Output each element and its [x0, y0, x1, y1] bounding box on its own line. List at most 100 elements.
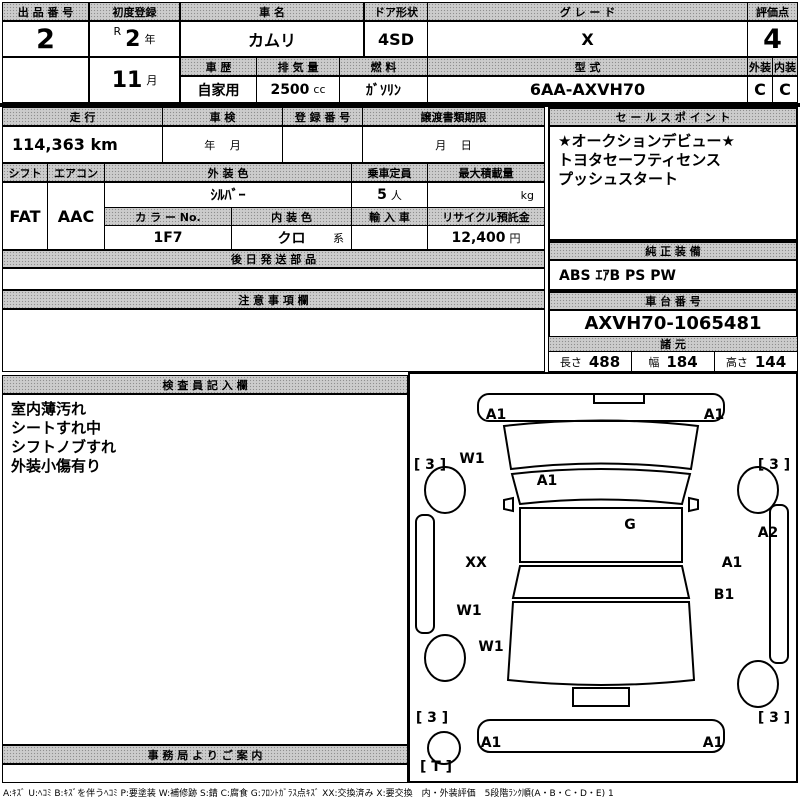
exterior-score-header: 外装: [747, 57, 773, 76]
dimension-length: 長さ 488: [548, 351, 632, 372]
trunk: [506, 601, 696, 686]
office-header: 事 務 局 よ り ご 案 内: [2, 745, 408, 764]
rear-license-plate: [572, 687, 630, 707]
color-no-header: カ ラ ー No.: [104, 207, 232, 226]
transfer-deadline-header: 譲渡書類期限: [362, 107, 545, 126]
import-value: [351, 225, 428, 250]
exterior-score-value: C: [747, 76, 773, 103]
equipment-label: 純 正 装 備: [645, 245, 701, 258]
recycle-deposit-number: 12,400: [451, 229, 506, 246]
registration-month: 11: [111, 67, 143, 93]
damage-mark: W1: [456, 603, 481, 619]
front-left-wheel: [424, 466, 466, 514]
length-value: 488: [588, 352, 621, 371]
car-name-label: 車 名: [259, 5, 285, 19]
equipment-text: ABS ｴｱB PS PW: [559, 268, 676, 284]
sales-point-line: プッシュスタート: [558, 170, 679, 188]
damage-mark: A1: [703, 735, 724, 751]
interior-color-value: クロ 系: [231, 225, 352, 250]
mileage-text: 114,363 km: [12, 135, 118, 154]
equipment-header: 純 正 装 備: [548, 241, 798, 261]
mileage-header: 走 行: [2, 107, 163, 126]
shaken-text: 年 月: [204, 138, 241, 152]
width-value: 184: [666, 352, 698, 371]
fuel-label: 燃 料: [370, 60, 397, 74]
left-mirror: [503, 496, 514, 513]
damage-mark: [ 3 ]: [414, 457, 446, 473]
front-license-plate: [593, 393, 645, 404]
model-code-value: 6AA-AXVH70: [427, 76, 748, 103]
registration-no-header: 登 録 番 号: [282, 107, 363, 126]
capacity-header: 乗車定員: [351, 163, 428, 182]
capacity-value: 5 人: [351, 182, 428, 208]
length-label: 長さ: [559, 355, 582, 369]
damage-mark: [ 3 ]: [758, 457, 790, 473]
height-label: 高さ: [725, 355, 748, 369]
inspector-note-line: シフトノブすれ: [11, 438, 117, 456]
damage-mark: A2: [758, 525, 779, 541]
shaken-header: 車 検: [162, 107, 283, 126]
chassis-no-label: 車 台 番 号: [645, 295, 701, 308]
shaken-value: 年 月: [162, 126, 283, 163]
later-parts-value: [2, 268, 545, 290]
fuel-value: ｶﾞｿﾘﾝ: [339, 76, 428, 103]
dimension-height: 高さ 144: [714, 351, 798, 372]
transfer-deadline-value: 月 日: [362, 126, 545, 163]
sales-point-line: トヨタセーフティセンス: [558, 151, 721, 169]
rear-left-wheel: [424, 634, 466, 682]
exterior-color-header: 外 装 色: [104, 163, 352, 182]
fuel-header: 燃 料: [339, 57, 428, 76]
shift-text: FAT: [9, 206, 41, 226]
right-side-panel: [769, 504, 789, 664]
registration-no-label: 登 録 番 号: [294, 110, 351, 124]
interior-color-header: 内 装 色: [231, 207, 352, 226]
history-label: 車 歴: [205, 60, 232, 74]
office-value: [2, 764, 408, 783]
transfer-deadline-text: 月 日: [435, 138, 472, 152]
color-no-label: カ ラ ー No.: [135, 210, 201, 224]
legend: A:ｷｽﾞ U:ﾍｺﾐ B:ｷｽﾞを伴うﾍｺﾐ P:要塗装 W:補修跡 S:錆 …: [3, 789, 614, 799]
import-label: 輸 入 車: [369, 210, 410, 224]
inspector-note-line: シートすれ中: [11, 419, 102, 437]
door-shape-header: ドア形状: [364, 2, 428, 21]
damage-mark: W1: [478, 639, 503, 655]
caution-label: 注 意 事 項 欄: [238, 293, 309, 307]
damage-mark: XX: [465, 555, 487, 571]
damage-mark: A1: [722, 555, 743, 571]
auction-no-header: 出 品 番 号: [2, 2, 89, 21]
equipment-value: ABS ｴｱB PS PW: [548, 259, 798, 291]
recycle-deposit-value: 12,400 円: [427, 225, 545, 250]
interior-color-text: クロ: [277, 230, 306, 247]
auction-no-label: 出 品 番 号: [17, 5, 74, 19]
exterior-color-value: ｼﾙﾊﾞｰ: [104, 182, 352, 208]
inspector-label: 検 査 員 記 入 欄: [162, 378, 248, 392]
height-value: 144: [754, 352, 787, 371]
interior-color-label: 内 装 色: [271, 210, 312, 224]
exterior-color-text: ｼﾙﾊﾞｰ: [210, 188, 246, 204]
shaken-label: 車 検: [209, 110, 236, 124]
model-code-header: 型 式: [427, 57, 748, 76]
shift-label: シフト: [8, 166, 42, 180]
recycle-deposit-header: リサイクル預託金: [427, 207, 545, 226]
capacity-label: 乗車定員: [367, 166, 412, 180]
right-mirror: [688, 496, 699, 513]
auction-no-text: 2: [36, 23, 55, 55]
displacement-label: 排 気 量: [277, 60, 319, 74]
width-label: 幅: [648, 355, 660, 369]
front-bumper: [477, 393, 725, 422]
shift-value: FAT: [2, 182, 48, 250]
exterior-color-label: 外 装 色: [207, 166, 249, 180]
payload-label: 最大積載量: [458, 166, 514, 180]
first-registration-header: 初度登録: [89, 2, 180, 21]
first-registration-month-cell: 11 月: [89, 57, 180, 103]
section-divider-bar: [0, 103, 800, 107]
first-registration-year-cell: R 2 年: [89, 21, 180, 57]
chassis-no-value: AXVH70-1065481: [548, 309, 798, 338]
car-name-value: カムリ: [180, 21, 364, 57]
registration-no-value: [282, 126, 363, 163]
exterior-score-text: C: [754, 80, 766, 99]
later-parts-label: 後 日 発 送 部 品: [230, 253, 317, 266]
inspector-header: 検 査 員 記 入 欄: [2, 375, 408, 394]
